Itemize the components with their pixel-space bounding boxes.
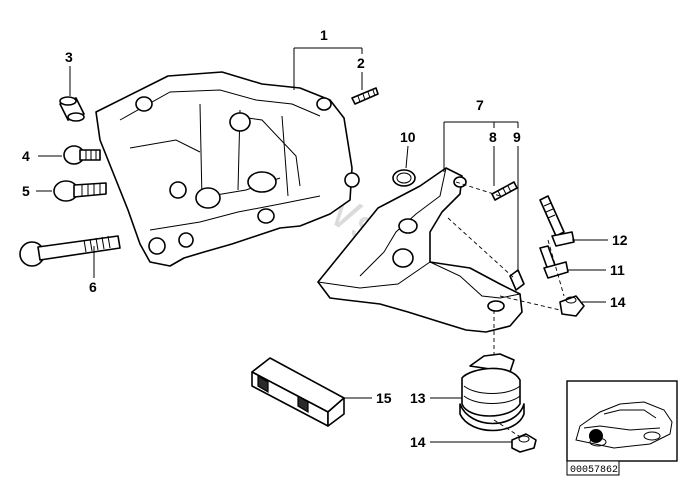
nut-14-upper	[559, 295, 585, 317]
callout-5: 5	[22, 183, 30, 199]
callout-3: 3	[65, 49, 73, 65]
callout-14-lower: 14	[410, 434, 426, 450]
callout-8: 8	[489, 129, 497, 145]
callout-12: 12	[612, 232, 628, 248]
engine-support-bracket	[95, 71, 360, 267]
stud-8	[491, 181, 518, 201]
buffer-15	[251, 357, 345, 427]
callout-4: 4	[22, 148, 30, 164]
callout-9: 9	[513, 129, 521, 145]
callout-14-upper: 14	[610, 294, 626, 310]
bolt-11	[539, 245, 569, 279]
callout-6: 6	[89, 279, 97, 295]
rubber-mount-13	[459, 353, 525, 432]
callout-13: 13	[410, 390, 426, 406]
callout-1: 1	[320, 27, 328, 43]
car-thumbnail: 00057862	[566, 380, 678, 476]
assembly-lines	[447, 181, 565, 439]
callout-labels: 1 2 3 4 5 6 7 8 9 10 11 12 13 14 14 15	[22, 27, 628, 450]
ring-10	[392, 169, 416, 187]
callout-2: 2	[357, 55, 365, 71]
callout-7: 7	[476, 97, 484, 113]
sleeve-3	[59, 96, 85, 122]
stud-2	[351, 87, 379, 105]
callout-10: 10	[400, 129, 416, 145]
bolt-6	[19, 235, 121, 267]
bolt-12	[539, 195, 575, 247]
leader-lines	[36, 47, 608, 443]
callout-11: 11	[610, 262, 625, 278]
nut-14-lower	[511, 433, 537, 453]
bolt-4	[63, 145, 101, 165]
stud-9	[509, 269, 525, 291]
location-marker-icon	[589, 429, 603, 443]
reference-code: 00057862	[570, 465, 618, 476]
bolt-5	[53, 180, 107, 202]
callout-15: 15	[376, 390, 392, 406]
